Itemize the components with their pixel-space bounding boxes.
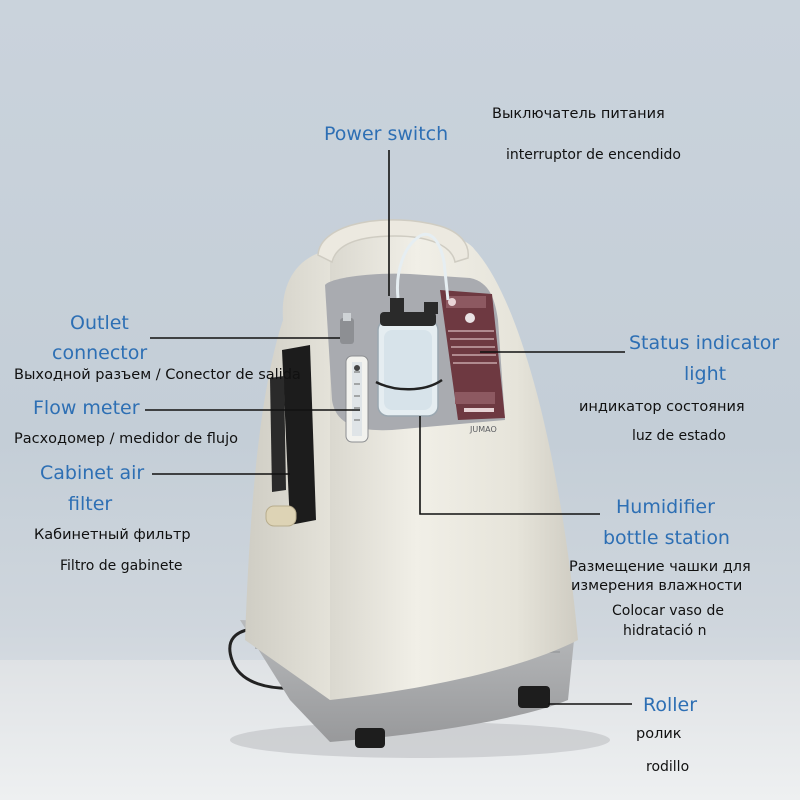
outlet-connector-label-1: Outlet — [70, 312, 129, 334]
humidifier-bottle — [375, 298, 443, 417]
roller-label: Roller — [643, 694, 698, 716]
flow-meter-label: Flow meter — [33, 397, 140, 419]
outlet-connector-label-2: connector — [52, 342, 148, 364]
handle — [317, 219, 469, 264]
rollers — [355, 686, 550, 748]
outlet-connector-translation: Выходной разъем / Conector de salida — [14, 367, 301, 383]
cabinet-filter-es: Filtro de gabinete — [60, 558, 183, 574]
status-label-plate — [440, 290, 505, 420]
status-indicator-es: luz de estado — [632, 428, 726, 444]
flow-meter — [345, 355, 369, 443]
humidifier-label-1: Humidifier — [616, 496, 715, 518]
humidifier-label-2: bottle station — [603, 527, 730, 549]
power-switch-label: Power switch — [324, 123, 449, 145]
cabinet-filter-label-1: Cabinet air — [40, 462, 145, 484]
power-switch-es: interruptor de encendido — [506, 147, 681, 163]
power-switch-ru: Выключатель питания — [492, 106, 665, 122]
cabinet-filter-ru: Кабинетный фильтр — [34, 527, 191, 543]
roller-ru: ролик — [636, 726, 682, 742]
humidifier-ru-1: Размещение чашки для — [569, 559, 751, 575]
brand-logo: JUMAO — [469, 425, 497, 434]
humidifier-es-2: hidratació n — [623, 623, 707, 639]
roller-es: rodillo — [646, 759, 690, 775]
flow-meter-translation: Расходомер / medidor de flujo — [14, 431, 238, 447]
humidifier-es-1: Colocar vaso de — [612, 603, 724, 619]
leader-lines — [145, 150, 632, 705]
cabinet-filter — [282, 345, 316, 525]
status-indicator-label-1: Status indicator — [629, 332, 780, 354]
cabinet-filter-label-2: filter — [68, 493, 113, 515]
status-indicator-ru: индикатор состояния — [579, 399, 745, 415]
humidifier-ru-2: измерения влажности — [571, 578, 743, 594]
status-indicator-label-2: light — [684, 363, 727, 385]
